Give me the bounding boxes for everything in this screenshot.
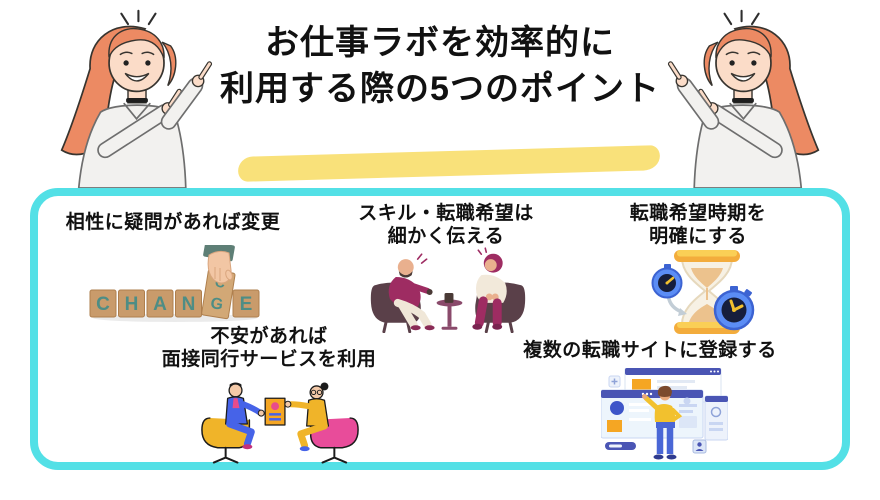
block-letter: H — [125, 294, 139, 315]
job-sites-browsing-svg — [601, 368, 728, 460]
browser-window-side — [704, 395, 728, 441]
point-label-clarify-timing: 転職希望時期を 明確にする — [592, 202, 804, 248]
point-label-line: 転職希望時期を — [629, 203, 767, 224]
pointing-woman-right-illustration — [662, 8, 860, 188]
point-label-line: 面接同行サービスを利用 — [161, 349, 377, 370]
point-label-line: スキル・転職希望は — [358, 203, 534, 224]
standing-man-figure — [642, 385, 683, 460]
point-label-line: 明確にする — [649, 226, 747, 247]
block-letter: C — [96, 294, 110, 315]
block-letter-flip-bottom: G — [209, 295, 224, 314]
search-pill-button — [605, 442, 636, 450]
wooden-blocks — [89, 289, 260, 318]
interview-talk-illustration — [366, 241, 530, 333]
settings-tile-icon — [608, 375, 621, 388]
point-label-line: 複数の転職サイトに登録する — [523, 340, 777, 361]
change-blocks-illustration: C H A N E C G — [88, 245, 262, 323]
advisor-figure — [225, 382, 265, 450]
large-stopwatch-icon — [713, 286, 755, 331]
point-label-register-multiple-sites: 複数の転職サイトに登録する — [520, 339, 780, 362]
point-label-line: 細かく伝える — [387, 226, 505, 247]
point-label-line: 相性に疑問があれば変更 — [65, 212, 281, 233]
block-letter: E — [240, 294, 253, 315]
browser-window-front — [601, 389, 704, 439]
point-label-line: 不安があれば — [210, 326, 328, 347]
point-label-interview-accompany: 不安があれば 面接同行サービスを利用 — [159, 325, 379, 371]
point-label-change-if-doubt: 相性に疑問があれば変更 — [28, 211, 318, 234]
pointing-woman-svg — [60, 9, 213, 188]
point-label-convey-skills: スキル・転職希望は 細かく伝える — [340, 202, 552, 248]
points-frame — [30, 188, 850, 470]
block-letter: A — [153, 294, 167, 315]
page-title-line2: 利用する際の5つのポイント — [220, 70, 660, 108]
flipping-hand — [203, 245, 235, 284]
interviewer-figure — [388, 253, 435, 331]
page-title-line1: お仕事ラボを効率的に — [265, 24, 615, 62]
hourglass-clocks-illustration — [642, 248, 769, 337]
block-letter: N — [182, 294, 196, 315]
hourglass-clocks-svg — [651, 250, 755, 334]
job-sites-browsing-illustration — [601, 368, 728, 463]
yellow-highlight-stroke — [237, 145, 661, 182]
page-title: お仕事ラボを効率的に 利用する際の5つのポイント — [0, 20, 880, 112]
pointing-woman-svg — [667, 9, 820, 188]
document-icon — [264, 397, 286, 426]
profile-tile-icon — [692, 439, 707, 454]
change-blocks-svg: C H A N E C G — [89, 245, 260, 322]
pointing-woman-left-illustration — [20, 8, 218, 188]
two-people-chairs-illustration — [196, 378, 364, 468]
client-figure — [284, 382, 330, 452]
candidate-figure — [472, 247, 507, 330]
two-people-chairs-svg — [201, 382, 359, 464]
interview-talk-svg — [370, 247, 526, 333]
small-stopwatch-icon — [651, 264, 683, 299]
